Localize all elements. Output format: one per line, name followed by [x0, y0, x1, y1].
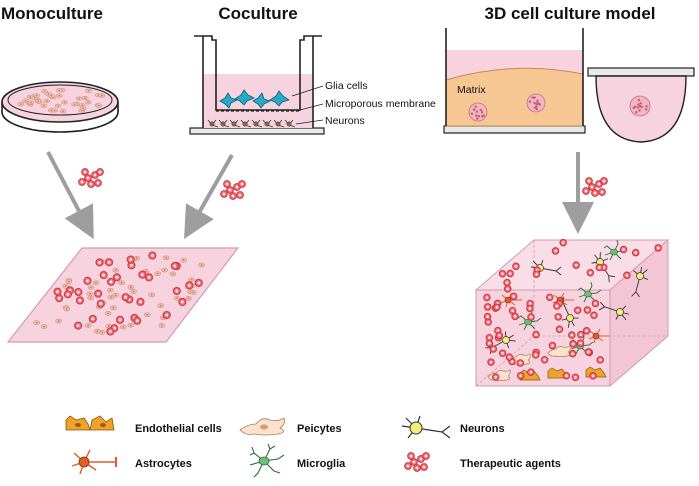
transwell-neuron [251, 119, 263, 128]
petri-dish [1, 81, 119, 133]
legend-endothelial-label: Endothelial cells [135, 423, 222, 435]
label-microporous-membrane: Microporous membrane [325, 98, 436, 110]
arrow-coculture [184, 154, 234, 239]
pericyte [547, 345, 571, 357]
legend-agents-icon [404, 452, 430, 472]
legend-pericytes-label: Peicytes [297, 423, 342, 435]
transwell-neuron [207, 119, 219, 128]
transwell-neurons [207, 119, 296, 128]
tissue-cube [474, 238, 670, 388]
spheroid-left [468, 102, 488, 122]
astrocyte [500, 292, 522, 308]
title-coculture: Coculture [218, 4, 297, 23]
legend-neuron-icon [401, 415, 451, 439]
label-neurons: Neurons [325, 115, 365, 127]
legend-neurons-label: Neurons [460, 423, 505, 435]
matrix-well: Matrix [443, 28, 586, 134]
arrow-monoculture [46, 151, 94, 240]
legend: Endothelial cells Peicytes Neurons Astro… [65, 415, 561, 478]
legend-endothelial-icon [65, 415, 115, 431]
spheroid-drop [629, 95, 651, 117]
dish-cells [17, 88, 106, 114]
agents-cluster-monoculture [78, 168, 104, 188]
legend-microglia-icon [249, 443, 285, 478]
agents-cluster-3d [582, 177, 608, 197]
microglia-cell [603, 239, 628, 261]
neuron [598, 301, 629, 321]
label-matrix: Matrix [457, 84, 486, 96]
transwell-neuron [240, 119, 252, 128]
neuron [485, 331, 516, 355]
title-3d-model: 3D cell culture model [485, 4, 656, 23]
legend-astrocyte-icon [71, 449, 117, 475]
neuron [557, 296, 579, 328]
transwell-neuron [229, 119, 241, 128]
label-glia-cells: Glia cells [325, 80, 368, 92]
astrocyte [588, 328, 610, 344]
neuron [631, 267, 648, 298]
title-monoculture: Monoculture [1, 4, 103, 23]
spheroid-right [526, 93, 546, 113]
transwell-neuron [273, 119, 285, 128]
legend-microglia-label: Microglia [297, 458, 346, 470]
hanging-drop [587, 67, 695, 143]
transwell-neuron [262, 119, 274, 128]
legend-pericyte-icon [239, 417, 285, 436]
glia-cells-group [219, 89, 290, 109]
transwell-neuron [218, 119, 230, 128]
transwell: Glia cells Microporous membrane Neurons [189, 35, 436, 135]
agents-cluster-coculture [220, 180, 246, 200]
treated-monolayer-sheet [6, 247, 240, 343]
legend-agents-label: Therapeutic agents [460, 458, 561, 470]
microglia-cell [577, 281, 602, 303]
transwell-neuron [284, 119, 296, 128]
legend-astrocytes-label: Astrocytes [135, 458, 192, 470]
